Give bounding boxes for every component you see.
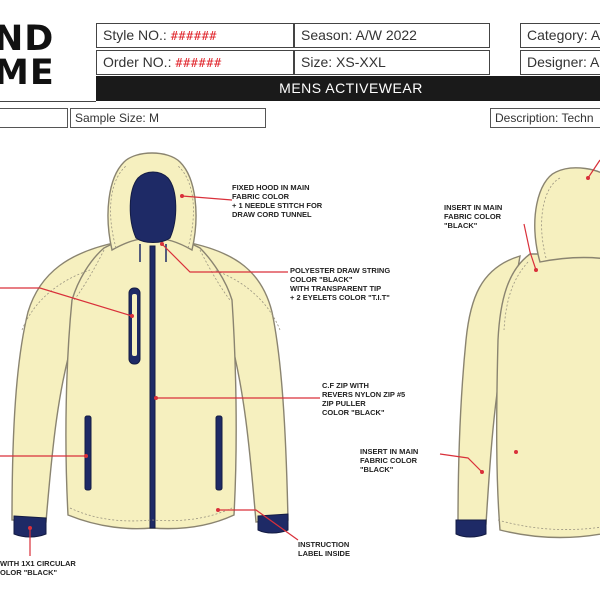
description-field: Description: Techn	[490, 108, 600, 128]
back-body	[495, 253, 600, 539]
product-banner: MENS ACTIVEWEAR	[96, 76, 600, 101]
left-side-pocket	[84, 415, 92, 491]
right-side-pocket	[215, 415, 223, 491]
annotation-hood: FIXED HOOD IN MAIN FABRIC COLOR + 1 NEED…	[232, 183, 323, 219]
front-right-cuff	[257, 513, 289, 534]
brand-logo: ND ME	[0, 19, 55, 93]
sample-size-field: Sample Size: M	[70, 108, 266, 128]
front-right-sleeve	[184, 241, 289, 523]
back-hood	[534, 167, 600, 263]
front-left-sleeve	[11, 241, 120, 523]
blank-field	[0, 108, 68, 128]
callouts	[0, 159, 600, 556]
style-number-value: ######	[170, 29, 218, 43]
style-number-label: Style NO.:	[103, 27, 167, 43]
annotation-back-insert-sleeve: INSERT IN MAIN FABRIC COLOR "BLACK"	[360, 447, 419, 474]
style-number-field: Style NO.: ######	[96, 23, 294, 48]
annotation-label: INSTRUCTION LABEL INSIDE	[298, 540, 350, 558]
order-number-label: Order NO.:	[103, 54, 172, 70]
annotation-drawstring: POLYESTER DRAW STRING COLOR "BLACK" WITH…	[290, 266, 391, 302]
back-left-cuff	[455, 519, 487, 538]
order-number-field: Order NO.: ######	[96, 50, 294, 75]
brand-line-1: ND	[0, 19, 55, 59]
annotation-zip: C.F ZIP WITH REVERS NYLON ZIP #5 ZIP PUL…	[322, 381, 406, 417]
designer-field: Designer: A	[520, 50, 600, 75]
category-field: Category: A	[520, 23, 600, 48]
header-divider	[0, 101, 96, 102]
annotation-cuff: WITH 1x1 CIRCULAR OLOR "BLACK"	[0, 559, 76, 577]
order-number-value: ######	[175, 56, 222, 70]
center-front-zip	[149, 245, 156, 529]
hood-opening	[129, 171, 177, 243]
season-field: Season: A/W 2022	[294, 23, 490, 48]
size-field: Size: XS-XXL	[294, 50, 490, 75]
chest-pocket-inner	[132, 294, 137, 356]
annotation-back-insert-top: INSERT IN MAIN FABRIC COLOR "BLACK"	[444, 203, 503, 230]
back-jacket	[455, 167, 600, 539]
brand-line-2: ME	[0, 53, 55, 93]
